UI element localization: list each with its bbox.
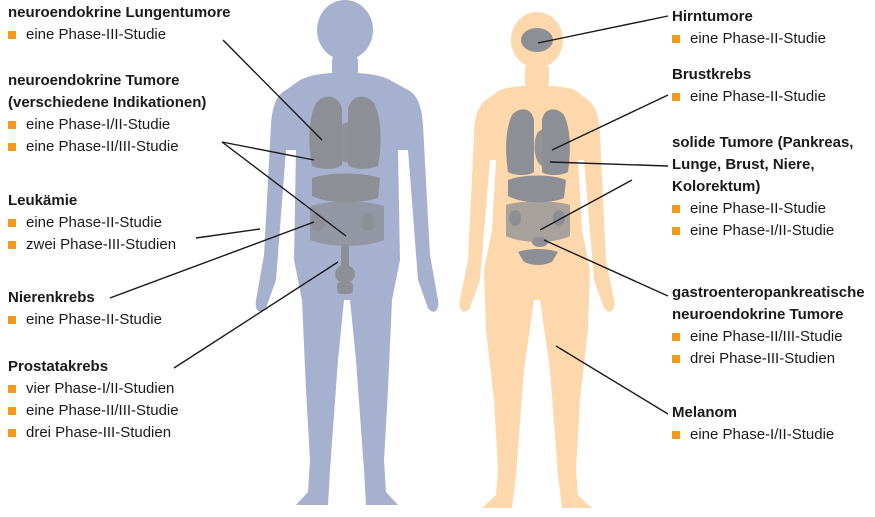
- label-title: Melanom: [672, 402, 834, 424]
- study-item: zwei Phase-III-Studien: [8, 234, 176, 256]
- bullet-icon: [8, 316, 16, 324]
- label-leukemia: Leukämie eine Phase-II-Studie zwei Phase…: [8, 190, 176, 256]
- bullet-icon: [672, 431, 680, 439]
- leader-line: [196, 229, 260, 238]
- bullet-icon: [8, 429, 16, 437]
- label-title: neuroendokrine Tumore (verschiedene Indi…: [8, 70, 206, 114]
- bullet-icon: [8, 385, 16, 393]
- study-item: eine Phase-II-Studie: [8, 212, 176, 234]
- bullet-icon: [672, 333, 680, 341]
- male-figure: [256, 0, 439, 505]
- study-item: eine Phase-II/III-Studie: [8, 136, 206, 158]
- label-title: neuroendokrine Lungentumore: [8, 2, 231, 24]
- study-text: eine Phase-III-Studie: [26, 26, 166, 43]
- study-text: eine Phase-I/II-Studie: [690, 222, 834, 239]
- study-item: eine Phase-II/III-Studie: [8, 400, 179, 422]
- label-solid-tumors: solide Tumore (Pankreas, Lunge, Brust, N…: [672, 132, 853, 242]
- bullet-icon: [8, 219, 16, 227]
- study-item: vier Phase-I/II-Studien: [8, 378, 179, 400]
- label-title: Leukämie: [8, 190, 176, 212]
- study-item: eine Phase-II-Studie: [672, 198, 853, 220]
- bullet-icon: [8, 121, 16, 129]
- label-title: Hirntumore: [672, 6, 826, 28]
- bullet-icon: [672, 355, 680, 363]
- label-kidney-cancer: Nierenkrebs eine Phase-II-Studie: [8, 287, 162, 331]
- label-lung-neuroendocrine: neuroendokrine Lungentumore eine Phase-I…: [8, 2, 231, 46]
- label-neuroendocrine-various: neuroendokrine Tumore (verschiedene Indi…: [8, 70, 206, 158]
- study-text: eine Phase-II-Studie: [690, 88, 826, 105]
- study-text: eine Phase-II-Studie: [690, 30, 826, 47]
- bullet-icon: [8, 241, 16, 249]
- label-melanoma: Melanom eine Phase-I/II-Studie: [672, 402, 834, 446]
- study-text: vier Phase-I/II-Studien: [26, 380, 174, 397]
- study-text: drei Phase-III-Studien: [690, 350, 835, 367]
- study-text: eine Phase-II/III-Studie: [26, 402, 179, 419]
- study-text: eine Phase-II-Studie: [26, 311, 162, 328]
- study-item: drei Phase-III-Studien: [8, 422, 179, 444]
- study-text: eine Phase-II-Studie: [26, 214, 162, 231]
- study-item: eine Phase-I/II-Studie: [672, 220, 853, 242]
- bullet-icon: [8, 143, 16, 151]
- study-item: eine Phase-I/II-Studie: [8, 114, 206, 136]
- study-item: eine Phase-II-Studie: [672, 28, 826, 50]
- study-item: eine Phase-III-Studie: [8, 24, 231, 46]
- label-gep-neuroendocrine: gastroenteropankreatische neuroendokrine…: [672, 282, 865, 370]
- label-title: Nierenkrebs: [8, 287, 162, 309]
- study-item: eine Phase-II-Studie: [8, 309, 162, 331]
- study-text: eine Phase-I/II-Studie: [26, 116, 170, 133]
- bullet-icon: [8, 407, 16, 415]
- label-prostate-cancer: Prostatakrebs vier Phase-I/II-Studien ei…: [8, 356, 179, 444]
- label-brain-tumors: Hirntumore eine Phase-II-Studie: [672, 6, 826, 50]
- female-figure: [460, 12, 615, 508]
- study-item: eine Phase-II/III-Studie: [672, 326, 865, 348]
- study-item: drei Phase-III-Studien: [672, 348, 865, 370]
- bullet-icon: [8, 31, 16, 39]
- study-text: eine Phase-I/II-Studie: [690, 426, 834, 443]
- study-text: eine Phase-II/III-Studie: [26, 138, 179, 155]
- bullet-icon: [672, 227, 680, 235]
- bullet-icon: [672, 35, 680, 43]
- label-title: Prostatakrebs: [8, 356, 179, 378]
- bullet-icon: [672, 93, 680, 101]
- bullet-icon: [672, 205, 680, 213]
- study-text: eine Phase-II/III-Studie: [690, 328, 843, 345]
- study-item: eine Phase-II-Studie: [672, 86, 826, 108]
- study-text: zwei Phase-III-Studien: [26, 236, 176, 253]
- study-item: eine Phase-I/II-Studie: [672, 424, 834, 446]
- study-text: drei Phase-III-Studien: [26, 424, 171, 441]
- study-text: eine Phase-II-Studie: [690, 200, 826, 217]
- label-title: solide Tumore (Pankreas, Lunge, Brust, N…: [672, 132, 853, 198]
- label-breast-cancer: Brustkrebs eine Phase-II-Studie: [672, 64, 826, 108]
- label-title: Brustkrebs: [672, 64, 826, 86]
- label-title: gastroenteropankreatische neuroendokrine…: [672, 282, 865, 326]
